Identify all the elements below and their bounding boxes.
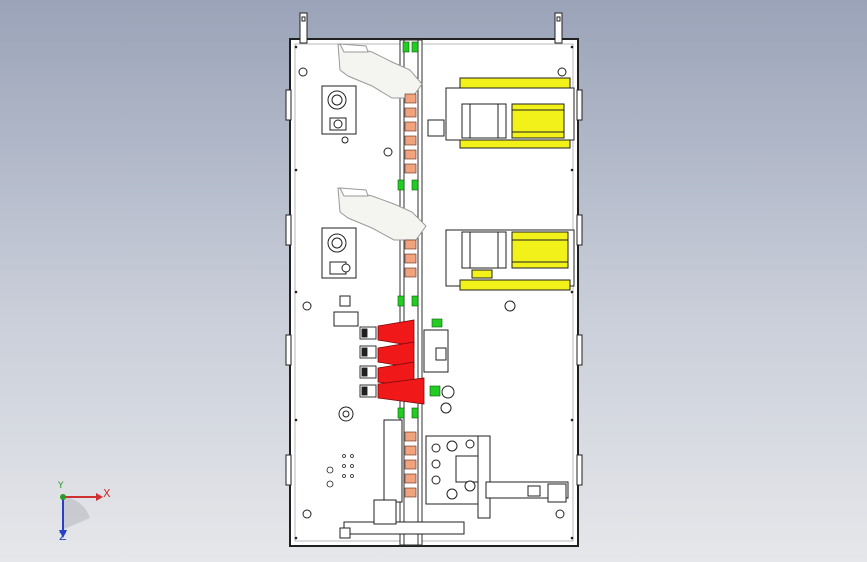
conveyor-pads bbox=[404, 93, 417, 498]
coil-unit-lower bbox=[445, 229, 575, 291]
axis-label-y: Y bbox=[58, 481, 64, 491]
lower-assembly bbox=[339, 419, 569, 539]
axis-label-x: X bbox=[103, 487, 111, 500]
robot-arm-upper bbox=[337, 43, 423, 99]
motor-block-lower bbox=[321, 227, 357, 279]
lifting-bracket-right bbox=[554, 12, 563, 44]
red-pushers bbox=[377, 319, 425, 405]
screws bbox=[294, 45, 574, 540]
axis-label-z: Z bbox=[59, 530, 67, 543]
station-assembly bbox=[333, 136, 455, 422]
motor-block-upper bbox=[321, 85, 357, 135]
lifting-bracket-left bbox=[299, 12, 308, 44]
coil-unit-upper bbox=[427, 77, 575, 149]
robot-arm-lower bbox=[337, 187, 427, 241]
pusher-cylinders bbox=[359, 326, 377, 398]
coordinate-triad-icon bbox=[59, 493, 103, 538]
mount-holes bbox=[326, 454, 354, 488]
side-tabs bbox=[285, 89, 583, 486]
